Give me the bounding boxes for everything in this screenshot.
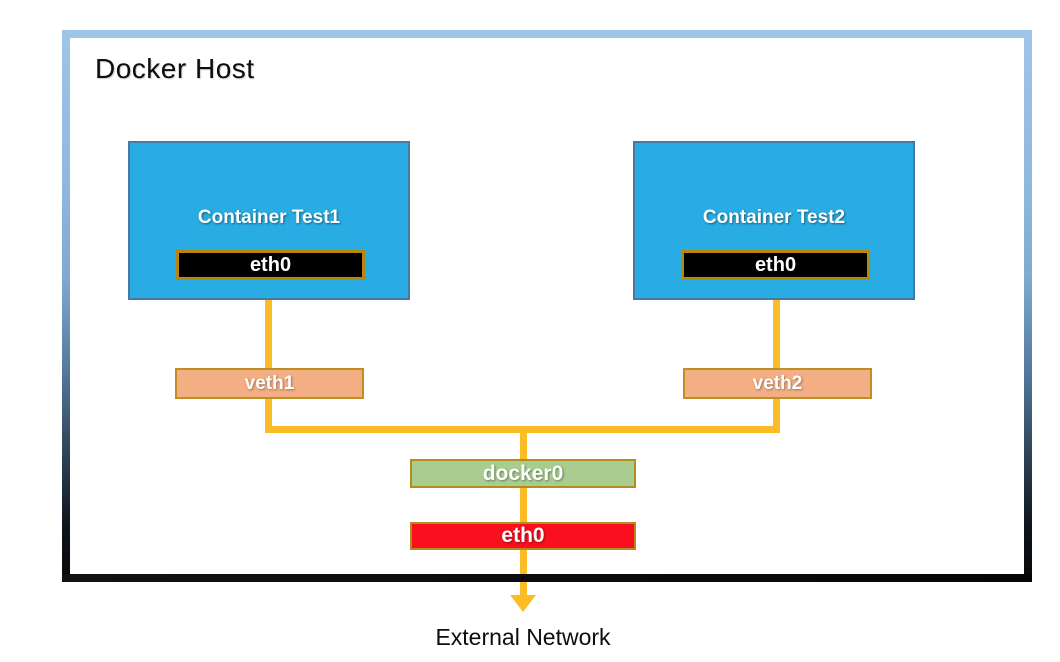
docker-host-box [62,30,1032,582]
connector-line-center [520,426,527,598]
docker-host-title: Docker Host [95,53,255,84]
docker-host-bottom-border [62,574,1032,582]
veth2-chip: veth2 [683,368,872,399]
docker0-bridge-chip: docker0 [410,459,636,488]
container-test2-label: Container Test2 [702,207,846,228]
external-network-label: External Network [435,624,611,650]
container-test2-box: Container Test2 eth0 [633,141,915,300]
container-test1-label: Container Test1 [197,207,341,228]
host-eth0-chip: eth0 [410,522,636,550]
docker-host-inner [70,38,1024,574]
down-arrow-icon [510,595,536,612]
container-test1-eth0-chip: eth0 [176,250,365,280]
connector-line-veth1 [265,280,272,430]
container-test2-eth0-chip: eth0 [681,250,870,280]
veth1-chip: veth1 [175,368,364,399]
container-test1-box: Container Test1 eth0 [128,141,410,300]
connector-line-veth2 [773,280,780,430]
